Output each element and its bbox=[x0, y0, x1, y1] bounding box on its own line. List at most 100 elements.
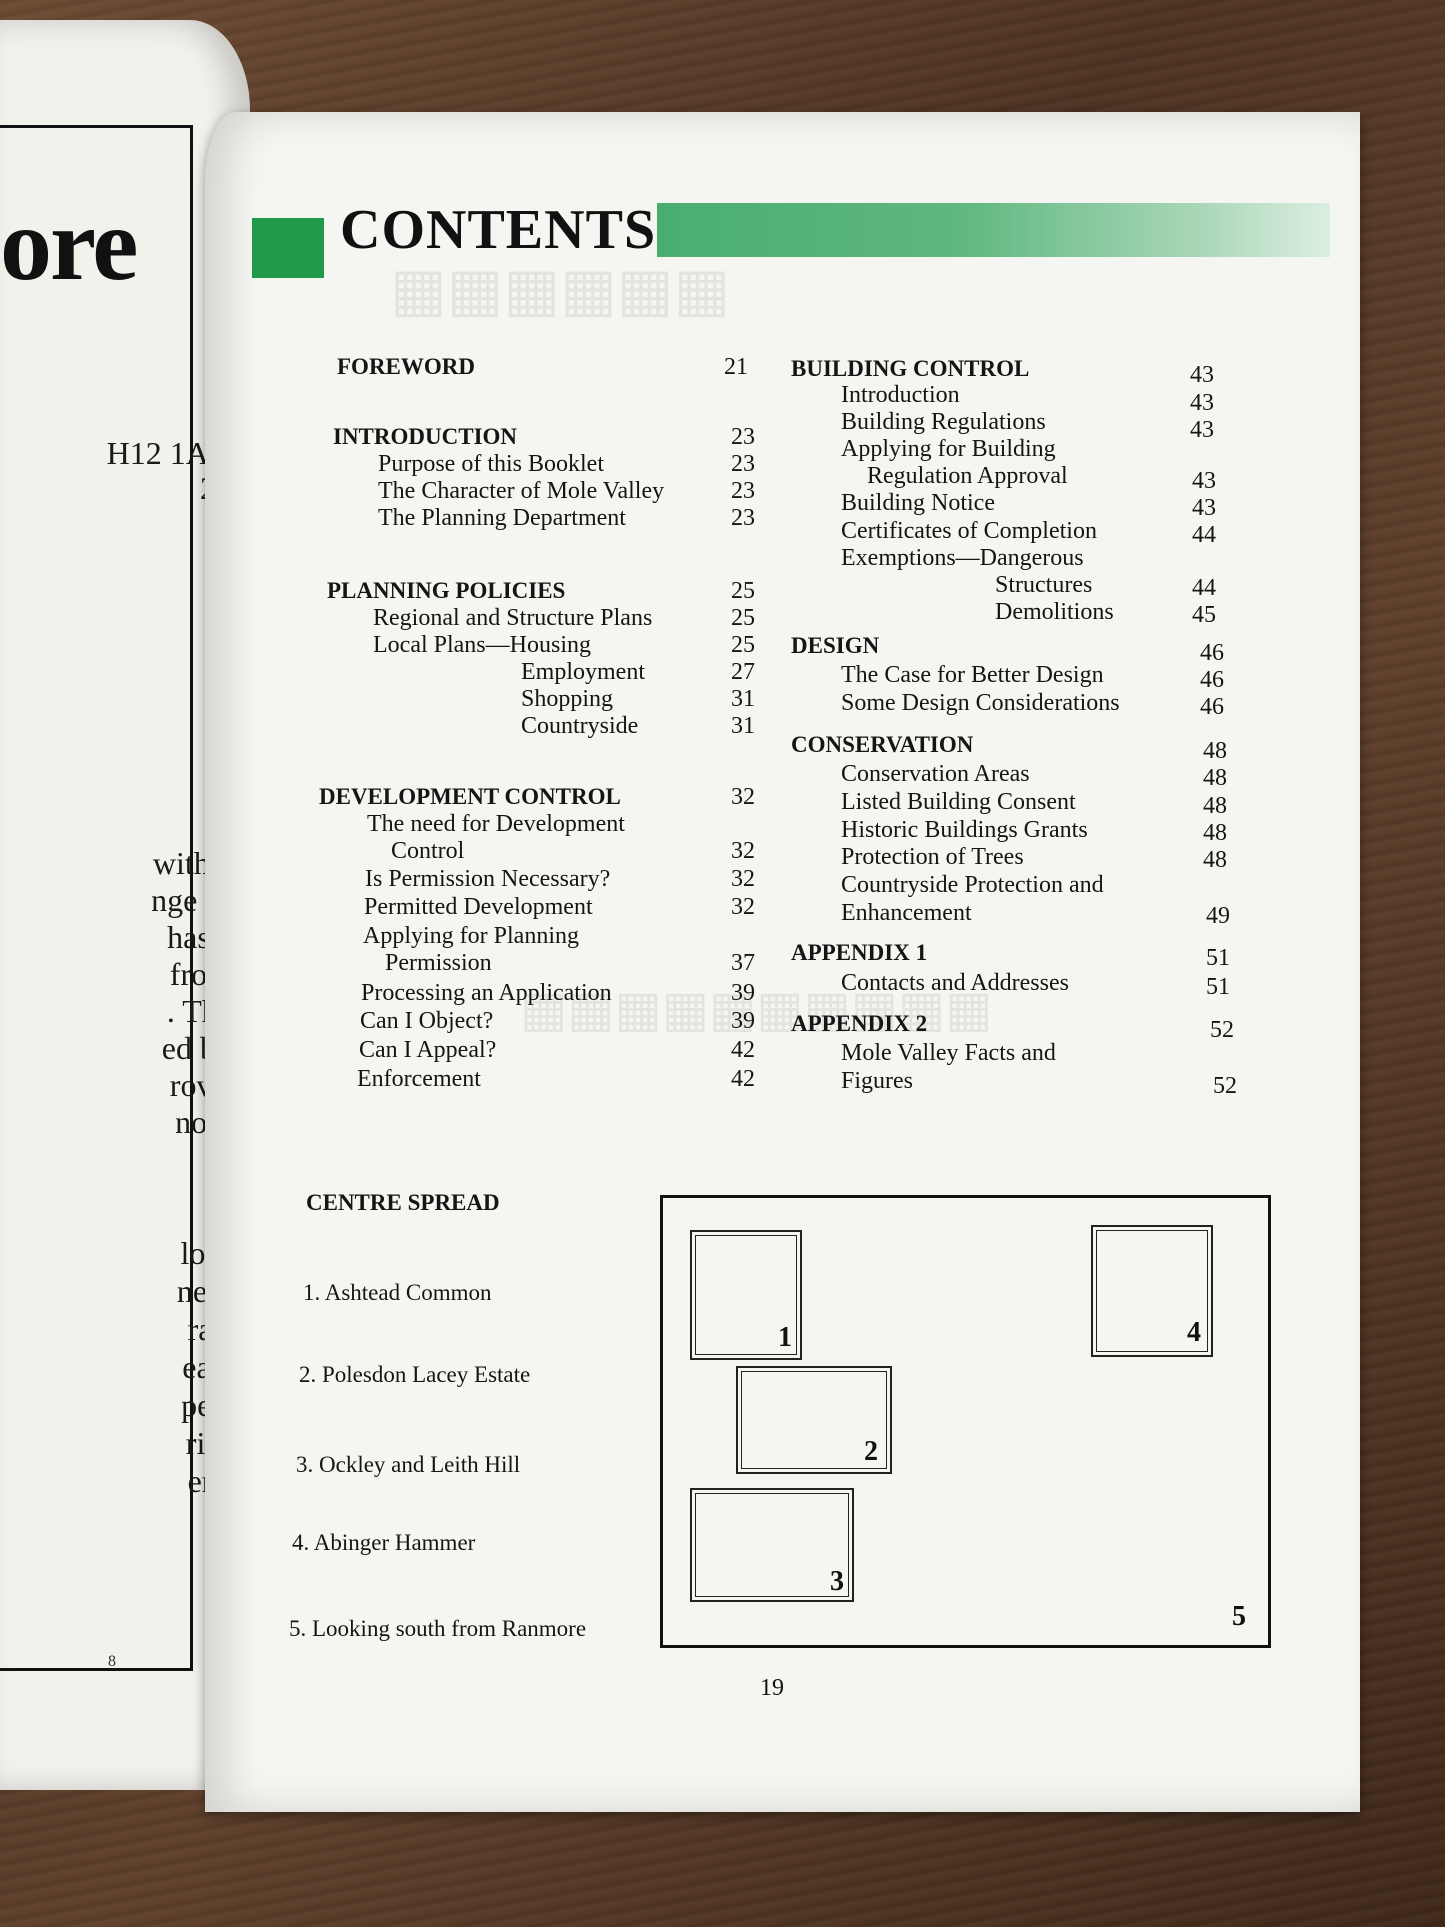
toc-entry: The Planning Department bbox=[378, 505, 626, 531]
toc-page-number: 32 bbox=[731, 838, 755, 864]
toc-entry: Exemptions—Dangerous bbox=[841, 545, 1084, 571]
toc-page-number: 46 bbox=[1200, 640, 1224, 666]
toc-entry: Building Regulations bbox=[841, 409, 1046, 435]
centre-spread-heading: CENTRE SPREAD bbox=[306, 1190, 500, 1215]
toc-entry: Local Plans—Housing bbox=[373, 632, 591, 658]
toc-section-heading: DESIGN bbox=[791, 633, 880, 658]
toc-page-number: 21 bbox=[724, 354, 748, 380]
contents-page bbox=[205, 112, 1360, 1812]
toc-entry: Processing an Application bbox=[361, 980, 612, 1006]
toc-page-number: 23 bbox=[731, 424, 755, 450]
toc-entry: Certificates of Completion bbox=[841, 518, 1097, 544]
photo-position-label: 4 bbox=[1187, 1317, 1201, 1348]
toc-page-number: 32 bbox=[731, 894, 755, 920]
green-tab-accent bbox=[252, 218, 324, 278]
toc-page-number: 52 bbox=[1213, 1073, 1237, 1099]
toc-entry: The Character of Mole Valley bbox=[378, 478, 665, 504]
toc-page-number: 48 bbox=[1203, 765, 1227, 791]
toc-page-number: 32 bbox=[731, 866, 755, 892]
toc-page-number: 27 bbox=[731, 659, 755, 685]
centre-spread-item: 5. Looking south from Ranmore bbox=[289, 1616, 587, 1641]
show-through-print: ▦▦▦▦▦▦▦▦▦▦ bbox=[520, 981, 993, 1037]
toc-entry: Countryside Protection and bbox=[841, 872, 1104, 898]
toc-entry: Demolitions bbox=[995, 599, 1114, 625]
toc-entry: Regulation Approval bbox=[867, 463, 1068, 489]
toc-page-number: 49 bbox=[1206, 903, 1230, 929]
toc-entry: The need for Development bbox=[367, 811, 625, 837]
toc-page-number: 43 bbox=[1190, 417, 1214, 443]
photo-position-4: 4 bbox=[1091, 1225, 1213, 1357]
toc-page-number: 51 bbox=[1206, 945, 1230, 971]
toc-entry: Regional and Structure Plans bbox=[373, 605, 653, 631]
green-header-bar bbox=[657, 203, 1330, 257]
left-page-heading-fragment: ore bbox=[0, 187, 138, 302]
toc-entry: Contacts and Addresses bbox=[841, 970, 1069, 996]
photo-position-5-label: 5 bbox=[1232, 1601, 1246, 1632]
photo-position-label: 3 bbox=[830, 1566, 844, 1597]
toc-page-number: 37 bbox=[731, 950, 755, 976]
toc-entry: Shopping bbox=[521, 686, 614, 712]
photo-position-1: 1 bbox=[690, 1230, 802, 1360]
toc-entry: Permitted Development bbox=[364, 894, 593, 920]
toc-page-number: 42 bbox=[731, 1037, 755, 1063]
toc-section-heading: PLANNING POLICIES bbox=[327, 578, 566, 603]
toc-section-heading: INTRODUCTION bbox=[333, 424, 518, 449]
toc-page-number: 46 bbox=[1200, 694, 1224, 720]
centre-spread-diagram: 1 2 3 4 5 bbox=[660, 1195, 1271, 1648]
toc-page-number: 39 bbox=[731, 1008, 755, 1034]
toc-page-number: 43 bbox=[1192, 468, 1216, 494]
toc-page-number: 25 bbox=[731, 605, 755, 631]
toc-page-number: 48 bbox=[1203, 847, 1227, 873]
toc-page-number: 45 bbox=[1192, 602, 1216, 628]
centre-spread-item: 4. Abinger Hammer bbox=[292, 1530, 476, 1555]
toc-entry: Applying for Planning bbox=[363, 923, 579, 949]
toc-page-number: 43 bbox=[1190, 390, 1214, 416]
toc-entry: Figures bbox=[841, 1068, 913, 1094]
page-title: CONTENTS bbox=[340, 199, 657, 261]
toc-page-number: 31 bbox=[731, 713, 755, 739]
toc-page-number: 43 bbox=[1190, 362, 1214, 388]
toc-entry: Mole Valley Facts and bbox=[841, 1040, 1056, 1066]
centre-spread-item: 3. Ockley and Leith Hill bbox=[296, 1452, 521, 1477]
left-page-number: 8 bbox=[108, 1653, 116, 1670]
toc-entry: Introduction bbox=[841, 382, 960, 408]
toc-section-heading: DEVELOPMENT CONTROL bbox=[319, 784, 621, 809]
toc-section-heading: APPENDIX 2 bbox=[791, 1011, 928, 1036]
toc-page-number: 44 bbox=[1192, 522, 1216, 548]
toc-entry: Listed Building Consent bbox=[841, 789, 1076, 815]
show-through-print: ▦▦▦▦▦▦ bbox=[390, 256, 731, 323]
toc-entry: Enhancement bbox=[841, 900, 972, 926]
toc-section-heading: APPENDIX 1 bbox=[791, 940, 928, 965]
toc-page-number: 23 bbox=[731, 478, 755, 504]
toc-page-number: 23 bbox=[731, 451, 755, 477]
toc-entry: Can I Object? bbox=[360, 1008, 494, 1034]
photo-position-label: 1 bbox=[778, 1322, 792, 1353]
toc-entry: Is Permission Necessary? bbox=[365, 866, 611, 892]
toc-page-number: 25 bbox=[731, 632, 755, 658]
toc-page-number: 32 bbox=[731, 784, 755, 810]
left-page-frame bbox=[0, 125, 193, 1671]
toc-page-number: 52 bbox=[1210, 1017, 1234, 1043]
toc-page-number: 48 bbox=[1203, 793, 1227, 819]
toc-entry: The Case for Better Design bbox=[841, 662, 1104, 688]
toc-entry: Countryside bbox=[521, 713, 639, 739]
toc-page-number: 42 bbox=[731, 1066, 755, 1092]
toc-page-number: 43 bbox=[1192, 495, 1216, 521]
toc-entry: Protection of Trees bbox=[841, 844, 1024, 870]
toc-entry: Permission bbox=[385, 950, 492, 976]
photo-position-3: 3 bbox=[690, 1488, 854, 1602]
toc-page-number: 51 bbox=[1206, 974, 1230, 1000]
toc-entry: Historic Buildings Grants bbox=[841, 817, 1088, 843]
toc-entry: Applying for Building bbox=[841, 436, 1056, 462]
photo-position-2: 2 bbox=[736, 1366, 892, 1474]
toc-section-heading: CONSERVATION bbox=[791, 732, 974, 757]
toc-entry: Conservation Areas bbox=[841, 761, 1030, 787]
toc-entry: Control bbox=[391, 838, 465, 864]
toc-entry: Can I Appeal? bbox=[359, 1037, 497, 1063]
toc-entry: Purpose of this Booklet bbox=[378, 451, 604, 477]
toc-page-number: 44 bbox=[1192, 575, 1216, 601]
toc-page-number: 39 bbox=[731, 980, 755, 1006]
toc-entry: Structures bbox=[995, 572, 1093, 598]
toc-section-heading: BUILDING CONTROL bbox=[791, 356, 1030, 381]
toc-page-number: 46 bbox=[1200, 667, 1224, 693]
